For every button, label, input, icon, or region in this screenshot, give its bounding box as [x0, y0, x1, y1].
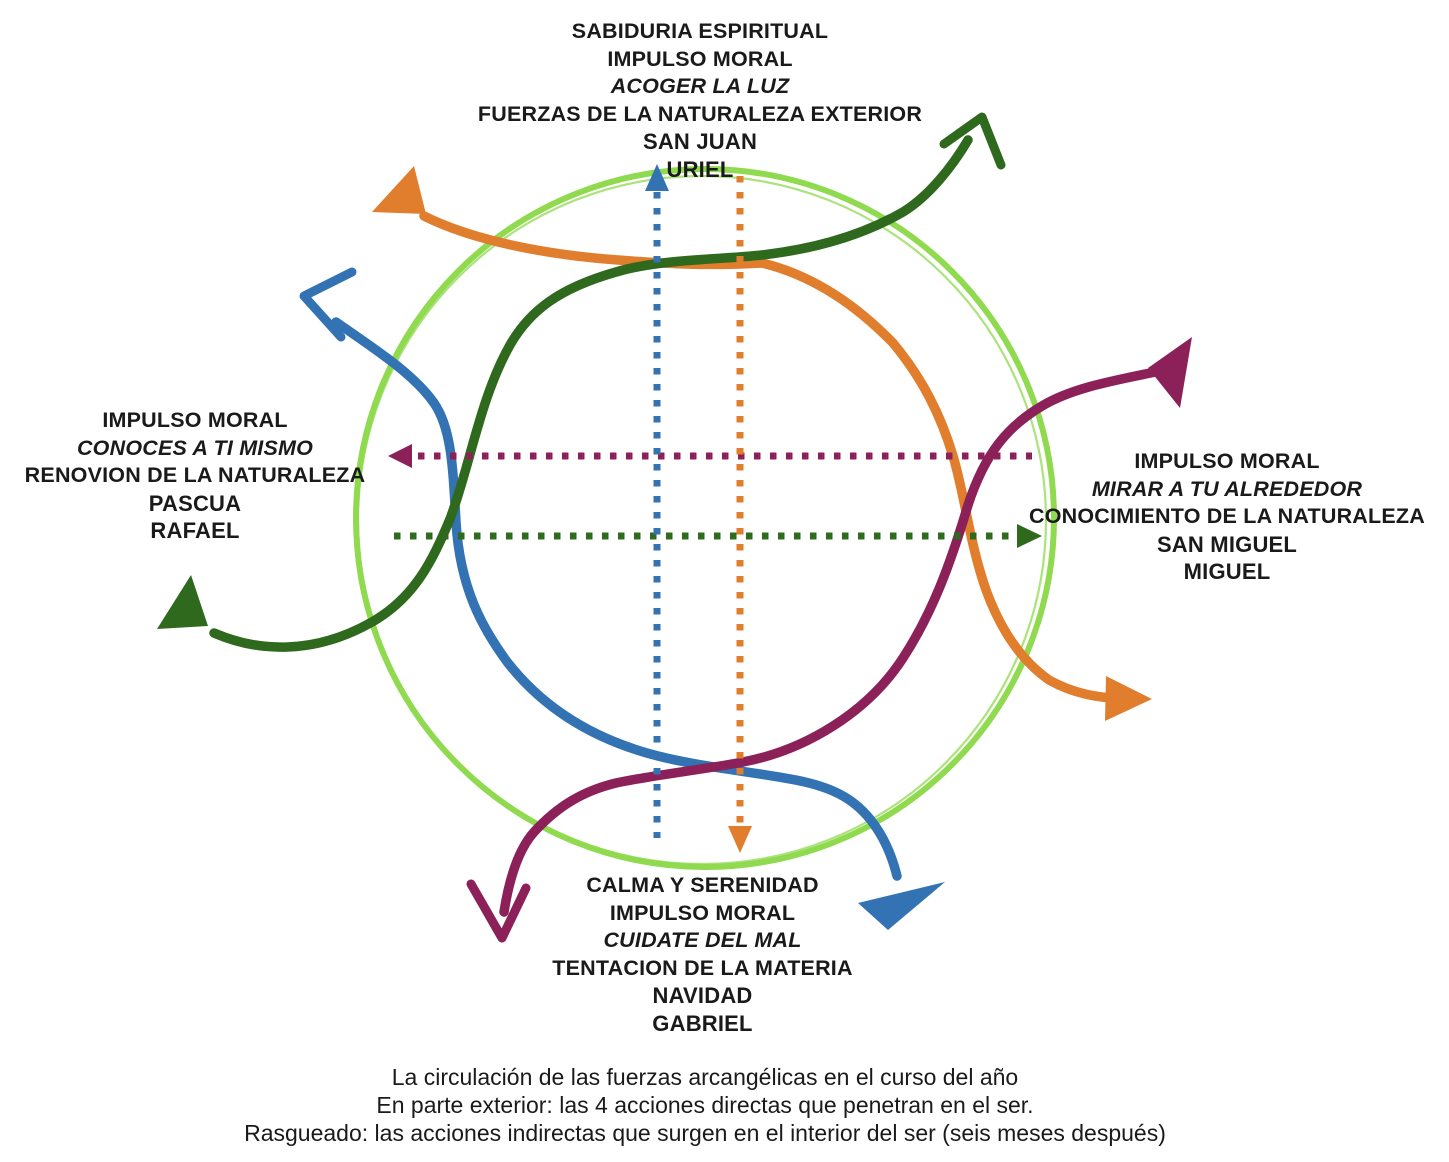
top-feast-label: SAN JUAN: [642, 129, 758, 154]
right-motto-label: MIRAR A TU ALREDEDOR: [1091, 476, 1363, 501]
top-quality-label: SABIDURIA ESPIRITUAL: [571, 19, 829, 43]
orange-arrowhead-right-icon: [1105, 676, 1152, 721]
green-dotted-arrowhead-right-icon: [1017, 524, 1042, 548]
bottom-quality-label: CALMA Y SERENIDAD: [586, 873, 819, 897]
dark-green-arc: [209, 135, 973, 652]
blue-chevron-head-top-left-icon: [299, 267, 357, 342]
orange-arc: [419, 211, 1123, 703]
caption-legend-line-2: Rasgueado: las acciones indirectas que s…: [244, 1120, 1166, 1146]
orange-dotted-arrowhead-down-icon: [728, 826, 752, 853]
bottom-impulse-label: IMPULSO MORAL: [609, 900, 796, 925]
right-archangel-label: MIGUEL: [1183, 559, 1271, 584]
blue-dotted-arrowhead-up-icon: [645, 164, 669, 191]
bottom-motto-label: CUIDATE DEL MAL: [603, 928, 802, 952]
bottom-theme-label: TENTACION DE LA MATERIA: [552, 955, 853, 980]
orange-arrowhead-top-left-icon: [372, 166, 426, 214]
top-theme-label: FUERZAS DE LA NATURALEZA EXTERIOR: [477, 101, 923, 126]
purple-arrowhead-right-icon: [1148, 337, 1192, 408]
year-circle-sketch-stroke: [356, 174, 1048, 866]
green-chevron-head-top-right-icon: [939, 112, 1006, 170]
year-circle: [353, 166, 1057, 870]
right-impulse-label: IMPULSO MORAL: [1134, 449, 1320, 473]
bottom-feast-label: NAVIDAD: [652, 983, 753, 1008]
left-archangel-label: RAFAEL: [150, 518, 240, 543]
left-motto-label: CONOCES A TI MISMO: [76, 435, 314, 460]
left-impulse-label: IMPULSO MORAL: [102, 408, 288, 432]
green-arrowhead-bottom-left-icon: [157, 575, 208, 629]
right-feast-label: SAN MIGUEL: [1156, 531, 1298, 557]
blue-arc: [331, 317, 902, 881]
purple-chevron-head-bottom-left-icon: [466, 879, 531, 943]
top-archangel-label: URIEL: [666, 156, 734, 182]
caption: La circulación de las fuerzas arcangélic…: [0, 1063, 1410, 1147]
label-block-top: SABIDURIA ESPIRITUAL IMPULSO MORAL ACOGE…: [355, 18, 1045, 183]
purple-dotted-arrowhead-left-icon: [388, 444, 412, 468]
left-theme-label: RENOVION DE LA NATURALEZA: [24, 463, 366, 487]
top-impulse-label: IMPULSO MORAL: [607, 46, 793, 71]
caption-title-line: La circulación de las fuerzas arcangélic…: [391, 1064, 1019, 1090]
caption-legend-line-1: En parte exterior: las 4 acciones direct…: [376, 1092, 1034, 1118]
label-block-bottom: CALMA Y SERENIDAD IMPULSO MORAL CUIDATE …: [430, 872, 975, 1037]
right-theme-label: CONOCIMIENTO DE LA NATURALEZA: [1029, 504, 1425, 528]
label-block-left: IMPULSO MORAL CONOCES A TI MISMO RENOVIO…: [15, 407, 375, 545]
left-feast-label: PASCUA: [148, 490, 242, 516]
purple-arc: [499, 367, 1160, 917]
blue-arrowhead-bottom-right-icon: [858, 882, 945, 930]
label-block-right: IMPULSO MORAL MIRAR A TU ALREDEDOR CONOC…: [1005, 448, 1449, 586]
top-motto-label: ACOGER LA LUZ: [610, 74, 790, 98]
bottom-archangel-label: GABRIEL: [652, 1010, 753, 1036]
